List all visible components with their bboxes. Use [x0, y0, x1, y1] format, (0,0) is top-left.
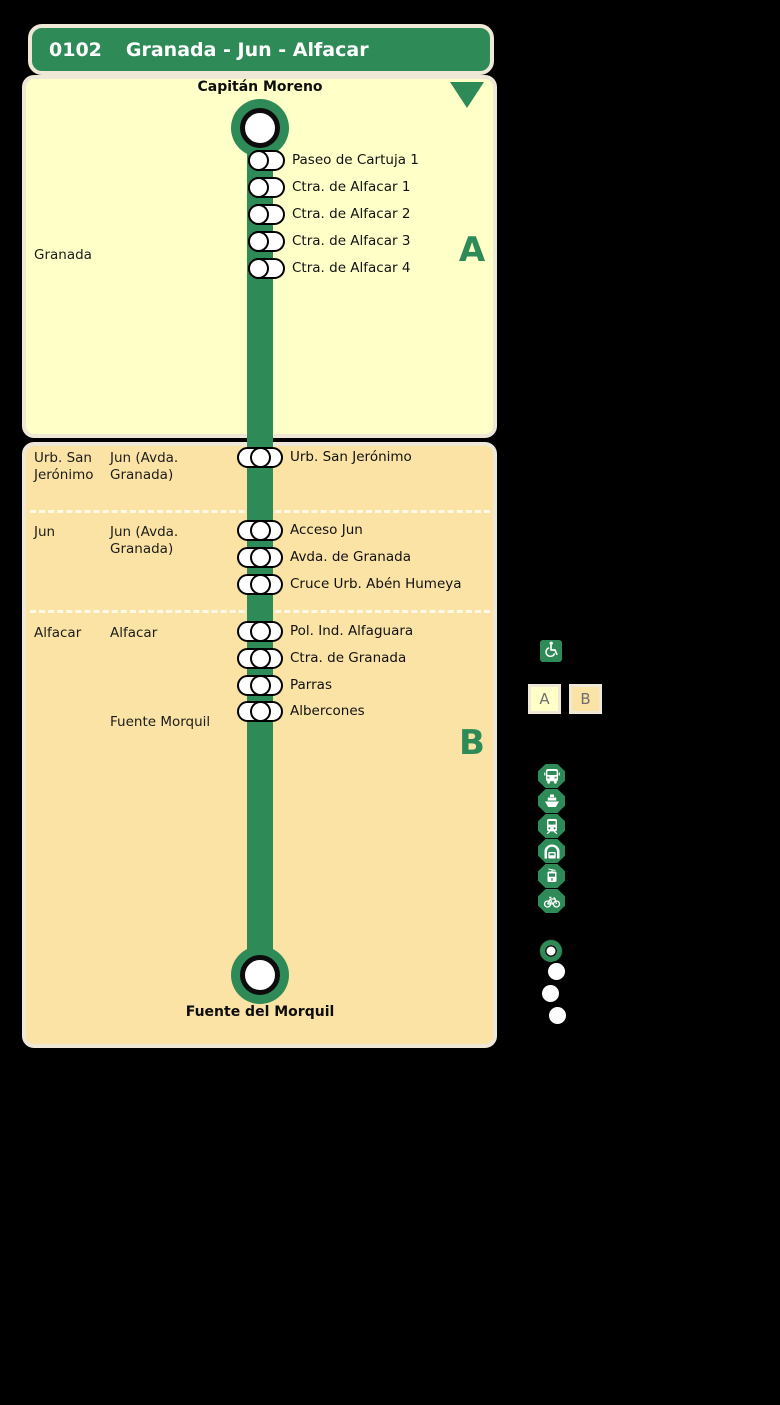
stop-label: Paseo de Cartuja 1 [292, 152, 419, 168]
stop-outbound-icon [248, 177, 285, 198]
stop-both-directions-icon [237, 701, 283, 722]
stop-row: Ctra. de Granada [237, 648, 406, 669]
stop-both-directions-icon [237, 447, 283, 468]
nucleus-label: Jun (Avda. Granada) [110, 450, 179, 483]
stop-row: Urb. San Jerónimo [237, 447, 412, 468]
stop-label: Urb. San Jerónimo [290, 449, 412, 465]
stop-label: Cruce Urb. Abén Humeya [290, 576, 462, 592]
stop-row: Acceso Jun [237, 520, 363, 541]
nucleus-label: Fuente Morquil [110, 714, 211, 730]
stop-row: Ctra. de Alfacar 2 [248, 204, 410, 225]
legend-zone-b-letter: B [580, 690, 591, 708]
destination-terminus-marker [231, 946, 289, 1004]
ferry-icon [538, 789, 565, 813]
legend-zone-b-box: B [569, 684, 602, 714]
stop-label: Ctra. de Alfacar 1 [292, 179, 411, 195]
stop-both-directions-icon [237, 520, 283, 541]
route-header: 0102 Granada - Jun - Alfacar [28, 24, 494, 75]
stop-row: Albercones [237, 701, 365, 722]
stop-label: Parras [290, 677, 332, 693]
stop-label: Acceso Jun [290, 522, 363, 538]
stop-label: Albercones [290, 703, 365, 719]
stop-row: Pol. Ind. Alfaguara [237, 621, 413, 642]
stop-row: Cruce Urb. Abén Humeya [237, 574, 462, 595]
route-name: Granada - Jun - Alfacar [125, 38, 369, 61]
stop-label: Ctra. de Alfacar 2 [292, 206, 411, 222]
municipality-label: Urb. San Jerónimo [34, 450, 94, 483]
stop-both-directions-icon [237, 574, 283, 595]
nucleus-label: Alfacar [110, 625, 158, 641]
stop-row: Parras [237, 675, 332, 696]
zone-b-letter: B [459, 723, 485, 763]
origin-terminus-marker [231, 99, 289, 157]
stop-both-directions-icon [237, 547, 283, 568]
direction-arrow-icon [450, 82, 484, 108]
stop-row: Avda. de Granada [237, 547, 411, 568]
stop-row: Ctra. de Alfacar 4 [248, 258, 410, 279]
origin-label: Capitán Moreno [197, 79, 323, 95]
legend-zone-a-letter: A [539, 690, 550, 708]
wheelchair-icon [543, 641, 559, 661]
stop-label: Ctra. de Granada [290, 650, 407, 666]
stop-row: Ctra. de Alfacar 3 [248, 231, 410, 252]
stop-outbound-icon [248, 150, 285, 171]
legend-terminus-icon [540, 940, 562, 962]
stop-label: Avda. de Granada [290, 549, 411, 565]
nucleus-label: Jun (Avda. Granada) [110, 524, 179, 557]
tram-icon [538, 864, 565, 888]
municipality-label: Alfacar [34, 625, 82, 641]
stop-both-directions-icon [237, 648, 283, 669]
stop-both-directions-icon [237, 675, 283, 696]
legend-zone-a-box: A [528, 684, 561, 714]
stop-label: Ctra. de Alfacar 4 [292, 260, 411, 276]
destination-label: Fuente del Morquil [185, 1004, 335, 1020]
metro-icon [538, 839, 565, 863]
municipality-label: Granada [34, 247, 92, 263]
train-icon [538, 814, 565, 838]
zone-a-letter: A [458, 230, 486, 270]
stop-outbound-icon [248, 231, 285, 252]
stop-label: Pol. Ind. Alfaguara [290, 623, 414, 639]
stop-outbound-icon [248, 204, 285, 225]
stop-both-directions-icon [237, 621, 283, 642]
municipality-label: Jun [34, 524, 56, 540]
stop-outbound-icon [248, 258, 285, 279]
bus-icon [538, 764, 565, 788]
destination-terminus-inner-circle [240, 955, 280, 995]
wheelchair-accessible-badge [540, 640, 562, 662]
stop-row: Ctra. de Alfacar 1 [248, 177, 410, 198]
origin-terminus-inner-circle [240, 108, 280, 148]
stop-row: Paseo de Cartuja 1 [248, 150, 419, 171]
bicycle-icon [538, 889, 565, 913]
stop-label: Ctra. de Alfacar 3 [292, 233, 411, 249]
route-number: 0102 [49, 38, 102, 61]
